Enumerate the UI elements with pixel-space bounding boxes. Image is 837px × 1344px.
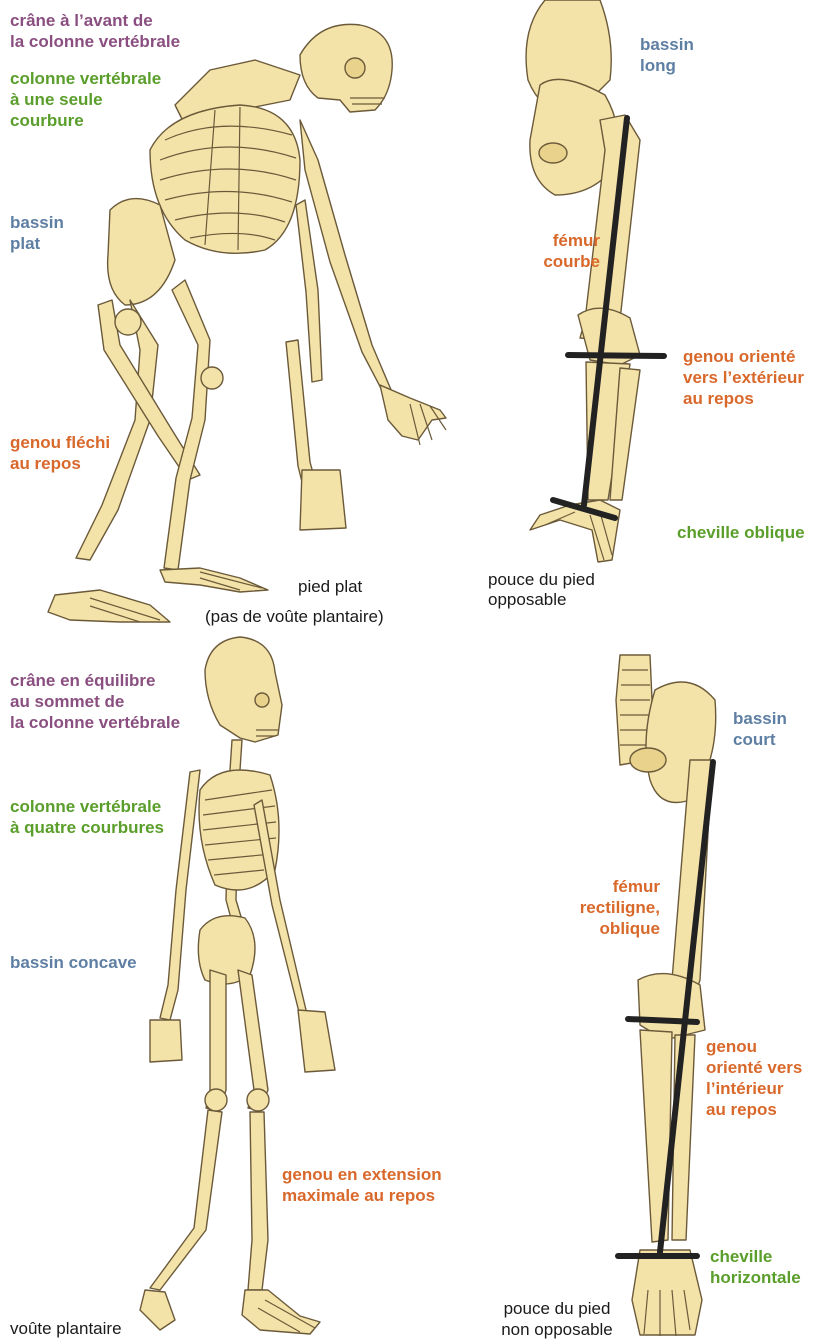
human-knee-label: genou en extension maximale au repos	[282, 1164, 442, 1206]
chimp-leg-thumb-label: pouce du pied opposable	[488, 570, 595, 610]
chimp-skull-label: crâne à l’avant de la colonne vertébrale	[10, 10, 180, 52]
human-leg-pelvis-label: bassin court	[733, 708, 787, 750]
human-leg-thumb-label: pouce du pied non opposable	[482, 1298, 632, 1340]
human-skull-label: crâne en équilibre au sommet de la colon…	[10, 670, 180, 733]
human-foot-label: voûte plantaire	[10, 1318, 122, 1339]
chimpanzee-leg-skeleton	[526, 0, 664, 562]
chimp-foot-note: (pas de voûte plantaire)	[205, 606, 384, 627]
chimp-leg-ankle-label: cheville oblique	[677, 522, 805, 543]
chimp-leg-femur-label: fémur courbe	[500, 230, 600, 272]
human-pelvis-label: bassin concave	[10, 952, 137, 973]
human-leg-knee-label: genou orienté vers l’intérieur au repos	[706, 1036, 802, 1120]
human-skeleton	[140, 637, 335, 1334]
chimp-knee-label: genou fléchi au repos	[10, 432, 110, 474]
human-spine-label: colonne vertébrale à quatre courbures	[10, 796, 164, 838]
chimp-foot-label: pied plat	[298, 576, 362, 597]
human-leg-femur-label: fémur rectiligne, oblique	[540, 876, 660, 939]
chimp-spine-label: colonne vertébrale à une seule courbure	[10, 68, 161, 131]
chimp-leg-knee-label: genou orienté vers l’extérieur au repos	[683, 346, 804, 409]
human-leg-skeleton	[616, 655, 716, 1336]
chimp-pelvis-label: bassin plat	[10, 212, 64, 254]
human-leg-ankle-label: cheville horizontale	[710, 1246, 801, 1288]
chimp-leg-pelvis-label: bassin long	[640, 34, 694, 76]
